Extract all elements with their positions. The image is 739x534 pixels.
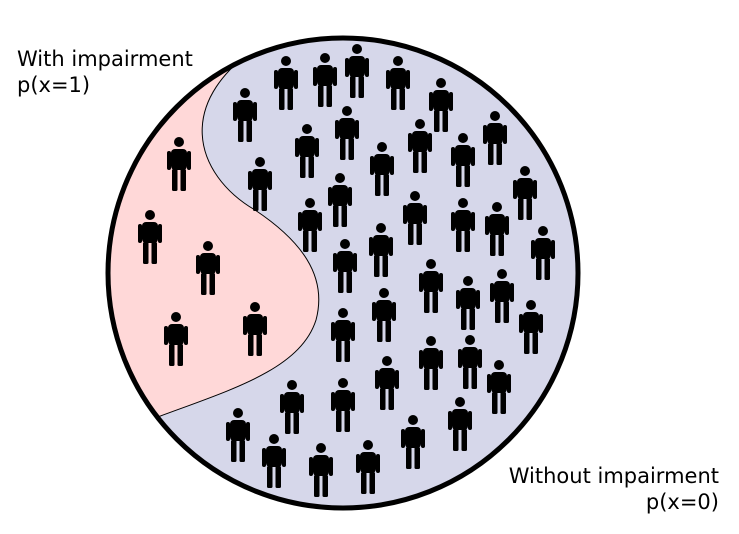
without-impairment-label: Without impairment p(x=0) [509,463,719,515]
with-impairment-probability: p(x=1) [17,73,91,97]
with-impairment-label: With impairment p(x=1) [17,46,193,98]
with-impairment-title: With impairment [17,47,193,71]
without-impairment-title: Without impairment [508,464,719,488]
without-impairment-probability: p(x=0) [645,490,719,514]
population-circle-outline [105,35,581,511]
